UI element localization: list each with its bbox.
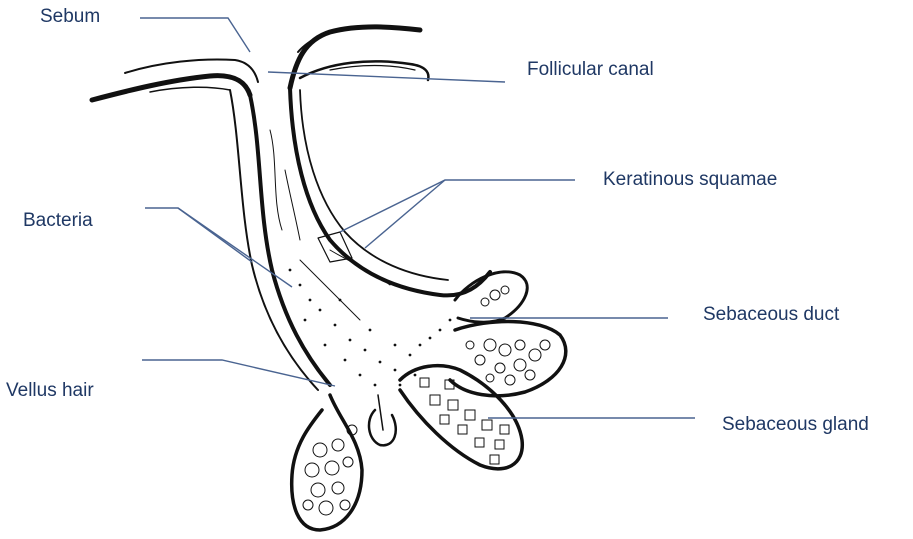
label-sebaceous-gland: Sebaceous gland	[722, 414, 869, 436]
gland-lobe-left	[292, 395, 362, 530]
gland-lobe-right	[450, 322, 566, 396]
vellus-hair	[369, 395, 396, 445]
label-vellus-hair: Vellus hair	[6, 380, 94, 402]
bacteria-dots	[289, 269, 452, 387]
label-sebaceous-duct: Sebaceous duct	[703, 304, 839, 326]
leader-vellus-hair	[142, 360, 335, 386]
leader-bacteria-1	[145, 208, 252, 262]
skin-surface	[92, 26, 428, 100]
leader-bacteria-2	[178, 208, 292, 287]
follicle-wall	[230, 88, 490, 390]
leader-keratinous-1	[340, 180, 575, 232]
gland-lobe-small	[455, 272, 527, 322]
label-keratinous-squamae: Keratinous squamae	[603, 169, 777, 191]
label-follicular-canal: Follicular canal	[527, 59, 654, 81]
label-bacteria: Bacteria	[23, 210, 93, 232]
label-sebum: Sebum	[40, 6, 100, 28]
leader-sebum	[140, 18, 250, 52]
gland-lobe-middle	[400, 366, 522, 469]
